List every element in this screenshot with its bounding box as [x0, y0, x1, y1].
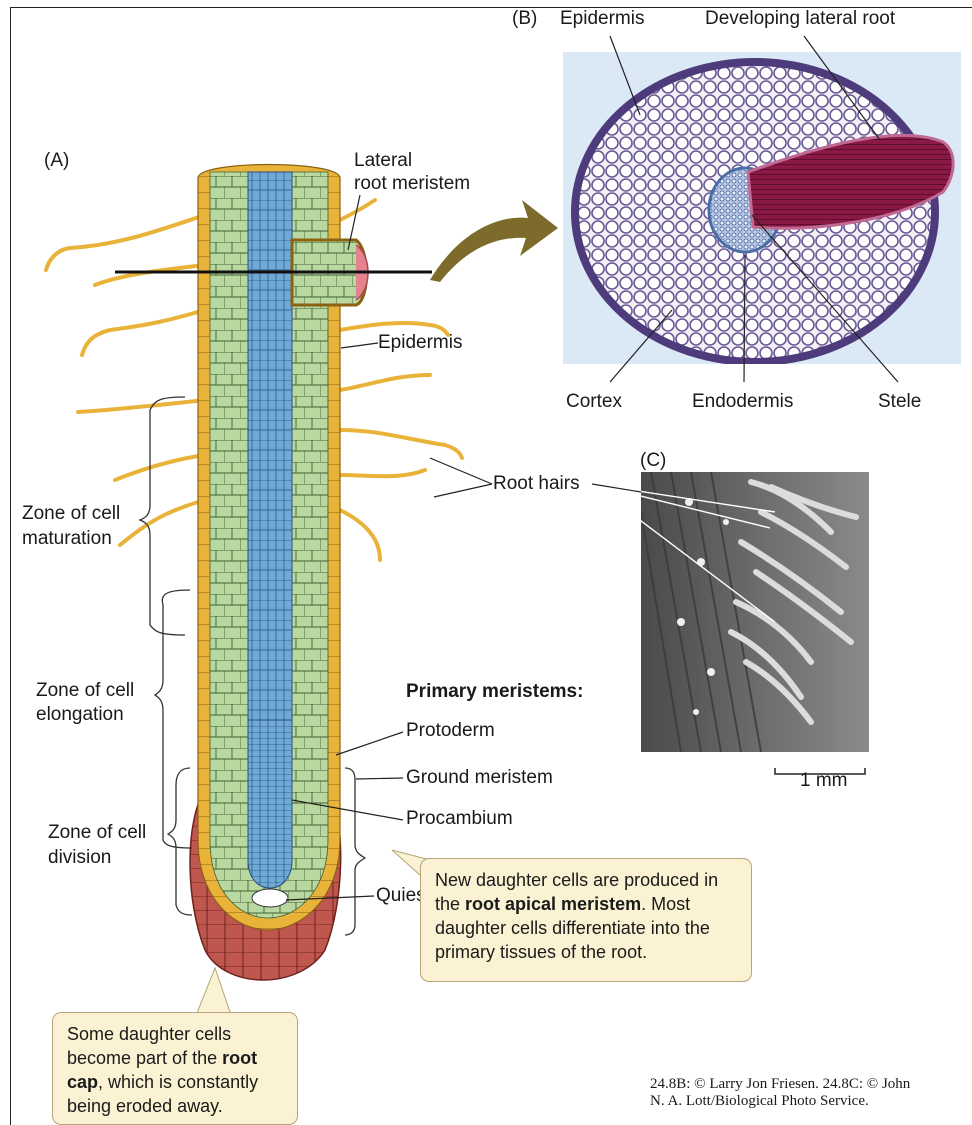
- label-primary-meristems: Primary meristems:: [406, 681, 583, 703]
- photo-credit-line-2: N. A. Lott/Biological Photo Service.: [650, 1093, 869, 1110]
- scale-bar-label: 1 mm: [800, 770, 848, 792]
- label-cortex: Cortex: [566, 391, 622, 413]
- label-developing-lateral-root: Developing lateral root: [705, 8, 895, 30]
- label-zone-maturation-1: Zone of cell: [22, 503, 120, 525]
- leader-lines-c: [592, 484, 775, 622]
- leader-root-hairs-c-start: [592, 484, 641, 492]
- callout-apical-text-bold: root apical meristem: [465, 894, 641, 914]
- label-protoderm: Protoderm: [406, 720, 495, 742]
- callout-apical-meristem: New daughter cells are produced in the r…: [420, 858, 752, 982]
- panel-label-b: (B): [512, 8, 537, 30]
- meristem-bracket: [345, 768, 365, 935]
- leader-lines-b: [610, 36, 898, 382]
- callout-root-cap: Some daughter cells become part of the r…: [52, 1012, 298, 1125]
- label-zone-elongation-2: elongation: [36, 704, 124, 726]
- label-procambium: Procambium: [406, 808, 513, 830]
- label-zone-division-2: division: [48, 847, 111, 869]
- label-lateral: Lateral: [354, 150, 412, 172]
- label-root-hairs: Root hairs: [493, 473, 580, 495]
- label-zone-elongation-1: Zone of cell: [36, 680, 134, 702]
- callout-cap-pointer: [195, 968, 232, 1018]
- label-zone-division-1: Zone of cell: [48, 822, 146, 844]
- label-endodermis: Endodermis: [692, 391, 793, 413]
- label-epidermis-b: Epidermis: [560, 8, 644, 30]
- label-zone-maturation-2: maturation: [22, 528, 112, 550]
- stele-procambium: [248, 172, 292, 720]
- photo-credit-line-1: 24.8B: © Larry Jon Friesen. 24.8C: © Joh…: [650, 1076, 910, 1093]
- quiescent-center: [252, 889, 288, 907]
- arrow-to-cross-section: [430, 200, 558, 282]
- procambium-meristem: [248, 720, 292, 888]
- label-stele: Stele: [878, 391, 921, 413]
- callout-cap-text-pre: Some daughter cells become part of the: [67, 1024, 231, 1068]
- label-root-meristem: root meristem: [354, 173, 470, 195]
- label-ground-meristem: Ground meristem: [406, 767, 553, 789]
- label-epidermis-a: Epidermis: [378, 332, 462, 354]
- zone-brackets: [140, 397, 192, 915]
- panel-label-c: (C): [640, 450, 666, 472]
- panel-label-a: (A): [44, 150, 69, 172]
